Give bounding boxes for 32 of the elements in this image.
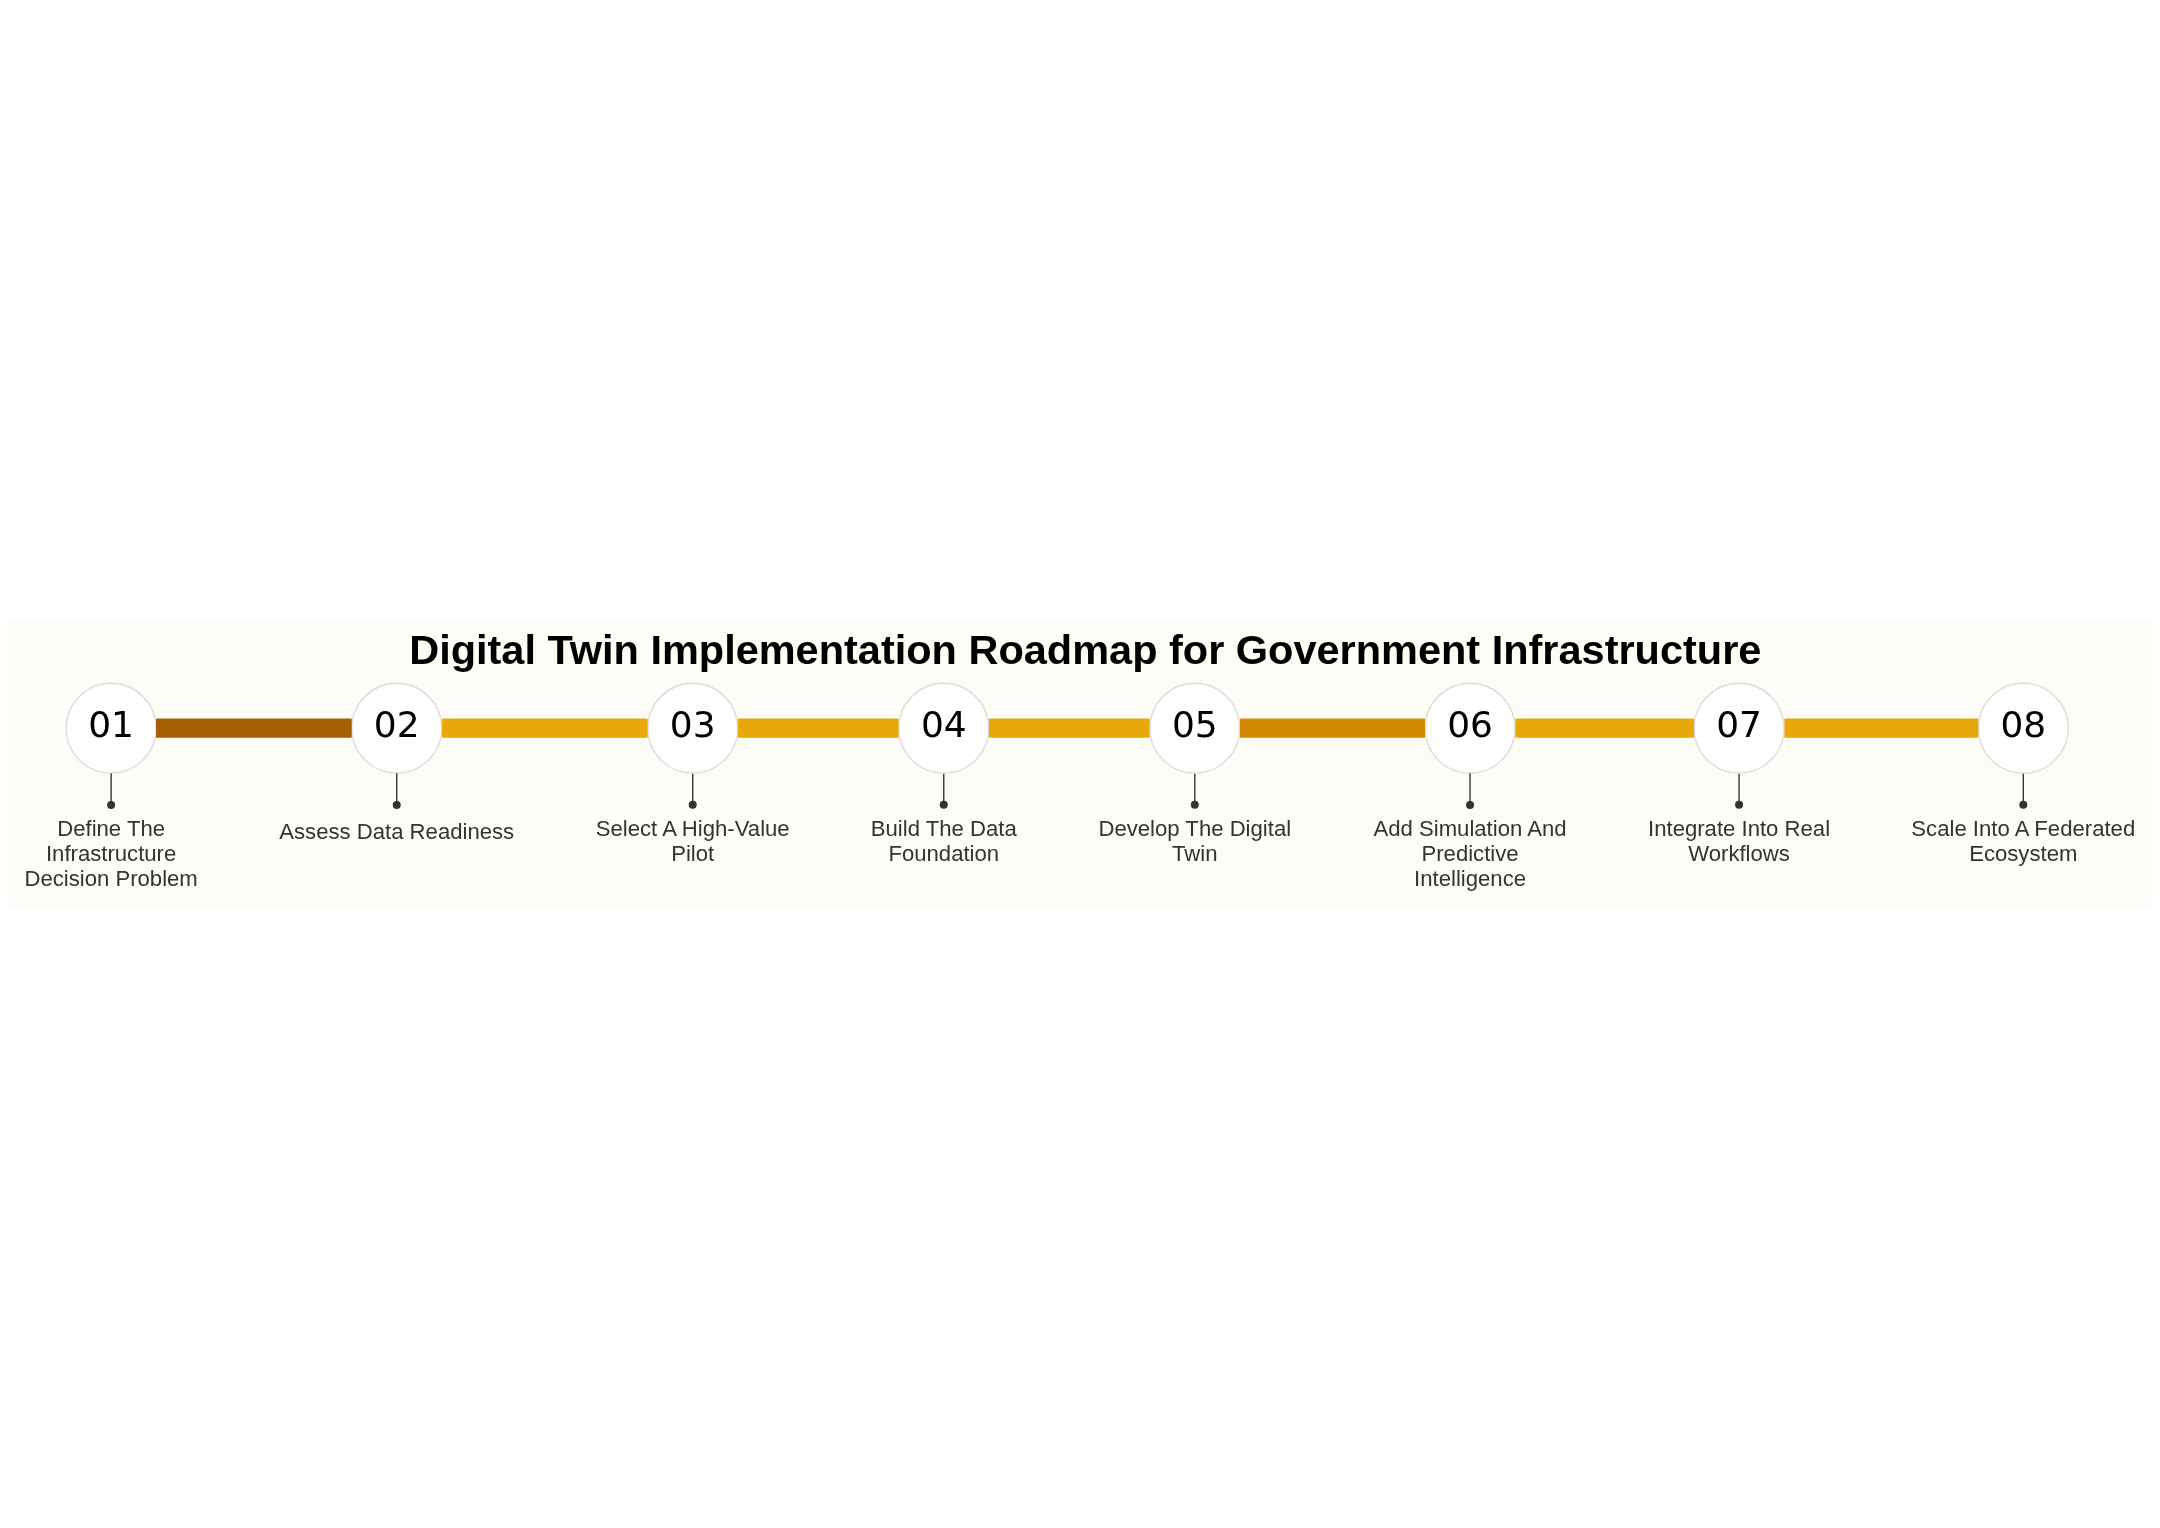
connector bbox=[939, 772, 948, 809]
connector bbox=[1515, 718, 1695, 738]
node-circle: 01 bbox=[65, 682, 157, 774]
connector bbox=[156, 718, 352, 738]
node-text: Build The Data Foundation bbox=[870, 815, 1017, 866]
connector bbox=[1466, 772, 1475, 809]
connector bbox=[1239, 718, 1425, 738]
node-text: Integrate Into Real Workflows bbox=[1648, 815, 1831, 866]
node-circle: 05 bbox=[1149, 682, 1241, 774]
node-text: Define The Infrastructure Decision Problem bbox=[24, 815, 198, 891]
node-circle: 04 bbox=[898, 682, 990, 774]
node-circle: 06 bbox=[1424, 682, 1516, 774]
node-text: Assess Data Readiness bbox=[279, 818, 515, 844]
connector bbox=[392, 772, 401, 809]
connector bbox=[2019, 772, 2028, 809]
connector bbox=[688, 772, 697, 809]
node-text: Select A High-Value Pilot bbox=[595, 815, 790, 866]
node-circle: 08 bbox=[1977, 682, 2069, 774]
connector bbox=[442, 718, 648, 738]
node-circle: 07 bbox=[1693, 682, 1785, 774]
connector bbox=[737, 718, 899, 738]
node-text: Add Simulation And Predictive Intelligence bbox=[1373, 815, 1567, 891]
connector bbox=[1784, 718, 1979, 738]
diagram-title: Digital Twin Implementation Roadmap for Government Infrastructure bbox=[409, 625, 1762, 673]
node-text: Scale Into A Federated Ecosystem bbox=[1911, 815, 2136, 866]
node-circle: 03 bbox=[647, 682, 739, 774]
connector bbox=[988, 718, 1150, 738]
connector bbox=[1190, 772, 1199, 809]
connector bbox=[107, 772, 116, 809]
node-text: Develop The Digital Twin bbox=[1098, 815, 1292, 866]
node-circle: 02 bbox=[351, 682, 443, 774]
connector bbox=[1735, 772, 1744, 809]
